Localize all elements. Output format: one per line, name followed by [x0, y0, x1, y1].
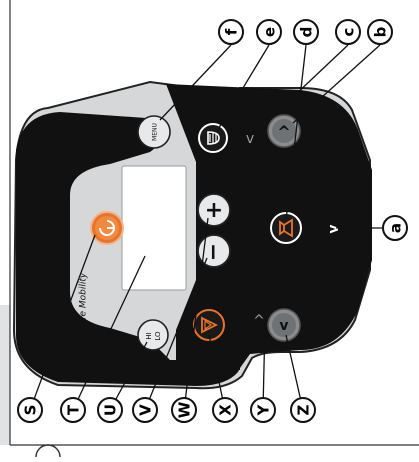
- power-button[interactable]: [90, 211, 124, 245]
- callout-label-c: c: [340, 28, 358, 37]
- callout-V: V: [132, 397, 158, 423]
- brand-leaf: [75, 320, 86, 332]
- leader-Y: [262, 322, 266, 411]
- horn-icon: [279, 218, 293, 238]
- callout-X: X: [212, 397, 238, 423]
- callout-circle-d: [293, 19, 319, 45]
- callout-label-d: d: [298, 27, 316, 38]
- callout-d: d: [293, 19, 319, 45]
- leader-b: [292, 44, 381, 124]
- callout-label-T: T: [65, 404, 83, 415]
- hi-label: HI: [145, 332, 153, 339]
- callout-b: b: [367, 19, 393, 45]
- headlight-icon: [207, 131, 220, 145]
- callout-a: a: [382, 215, 408, 241]
- callout-circle-X: [212, 397, 238, 423]
- callout-label-Y: Y: [255, 403, 273, 416]
- menu-label: MENU: [152, 123, 159, 141]
- side-panel: [0, 305, 10, 445]
- chevron-down-indicator: ^: [253, 313, 265, 329]
- callout-label-Z: Z: [295, 404, 313, 415]
- panel-dark-left: [16, 112, 244, 386]
- partial-circle: [35, 444, 61, 458]
- callout-e: e: [256, 19, 282, 45]
- callout-circle-T: [60, 397, 86, 423]
- chevron-right-indicator: v: [326, 224, 342, 233]
- light-button[interactable]: [198, 123, 228, 153]
- horn-button[interactable]: [270, 212, 302, 244]
- minus-label: −: [201, 243, 226, 261]
- callout-f: f: [218, 19, 244, 45]
- leader-e: [216, 44, 270, 132]
- leader-W: [183, 217, 209, 411]
- callout-S: S: [17, 397, 43, 423]
- callout-circle-W: [171, 397, 197, 423]
- up-arrow-button[interactable]: ^: [267, 114, 301, 148]
- callout-U: U: [97, 397, 123, 423]
- callout-W: W: [171, 397, 197, 423]
- menu-button[interactable]: MENU: [137, 115, 171, 149]
- brand-logo: Life Mobility: [75, 272, 89, 332]
- callout-circle-e: [256, 19, 282, 45]
- leader-c: [257, 44, 349, 131]
- callout-label-f: f: [223, 28, 241, 35]
- down-chevron: v: [279, 318, 288, 334]
- leader-T: [72, 255, 146, 411]
- buttons: MENU HI LO + −: [90, 114, 342, 351]
- leader-S: [29, 234, 96, 411]
- callout-label-e: e: [261, 27, 279, 37]
- display-screen: [121, 165, 187, 291]
- callout-label-a: a: [387, 223, 405, 233]
- brand-text: Life Mobility: [79, 272, 89, 327]
- callout-label-S: S: [22, 405, 40, 416]
- callout-circle-c: [335, 19, 361, 45]
- callout-Z: Z: [290, 397, 316, 423]
- callout-label-b: b: [372, 26, 390, 37]
- callout-layer: a b c d e fS T U V W X Y Z: [17, 19, 408, 423]
- callout-c: c: [335, 19, 361, 45]
- plus-button[interactable]: +: [197, 193, 231, 227]
- callout-circle-U: [97, 397, 123, 423]
- callout-circle-Z: [290, 397, 316, 423]
- callout-label-W: W: [176, 401, 194, 418]
- callout-circle-b: [367, 19, 393, 45]
- panel-dark-right: [166, 84, 372, 380]
- leader-d: [285, 44, 307, 221]
- callout-label-X: X: [217, 404, 235, 416]
- callout-circle-f: [218, 19, 244, 45]
- power-icon: [99, 220, 115, 236]
- callout-circle-S: [17, 397, 43, 423]
- callout-circle-Y: [250, 397, 276, 423]
- up-chevron: ^: [277, 123, 290, 142]
- leader-V: [144, 257, 208, 411]
- lo-label: LO: [154, 331, 162, 341]
- callout-label-V: V: [137, 404, 155, 416]
- hazard-icon: [201, 316, 219, 334]
- plus-label: +: [205, 198, 223, 223]
- hilo-button[interactable]: HI LO: [137, 319, 169, 351]
- callout-circle-a: [382, 215, 408, 241]
- chevron-up-indicator: v: [246, 131, 254, 147]
- callout-T: T: [60, 397, 86, 423]
- callout-label-U: U: [102, 404, 120, 416]
- callout-Y: Y: [250, 397, 276, 423]
- down-arrow-button[interactable]: v: [267, 308, 301, 342]
- leader-f: [159, 44, 232, 121]
- leader-lines: [29, 44, 395, 411]
- callout-circle-V: [132, 397, 158, 423]
